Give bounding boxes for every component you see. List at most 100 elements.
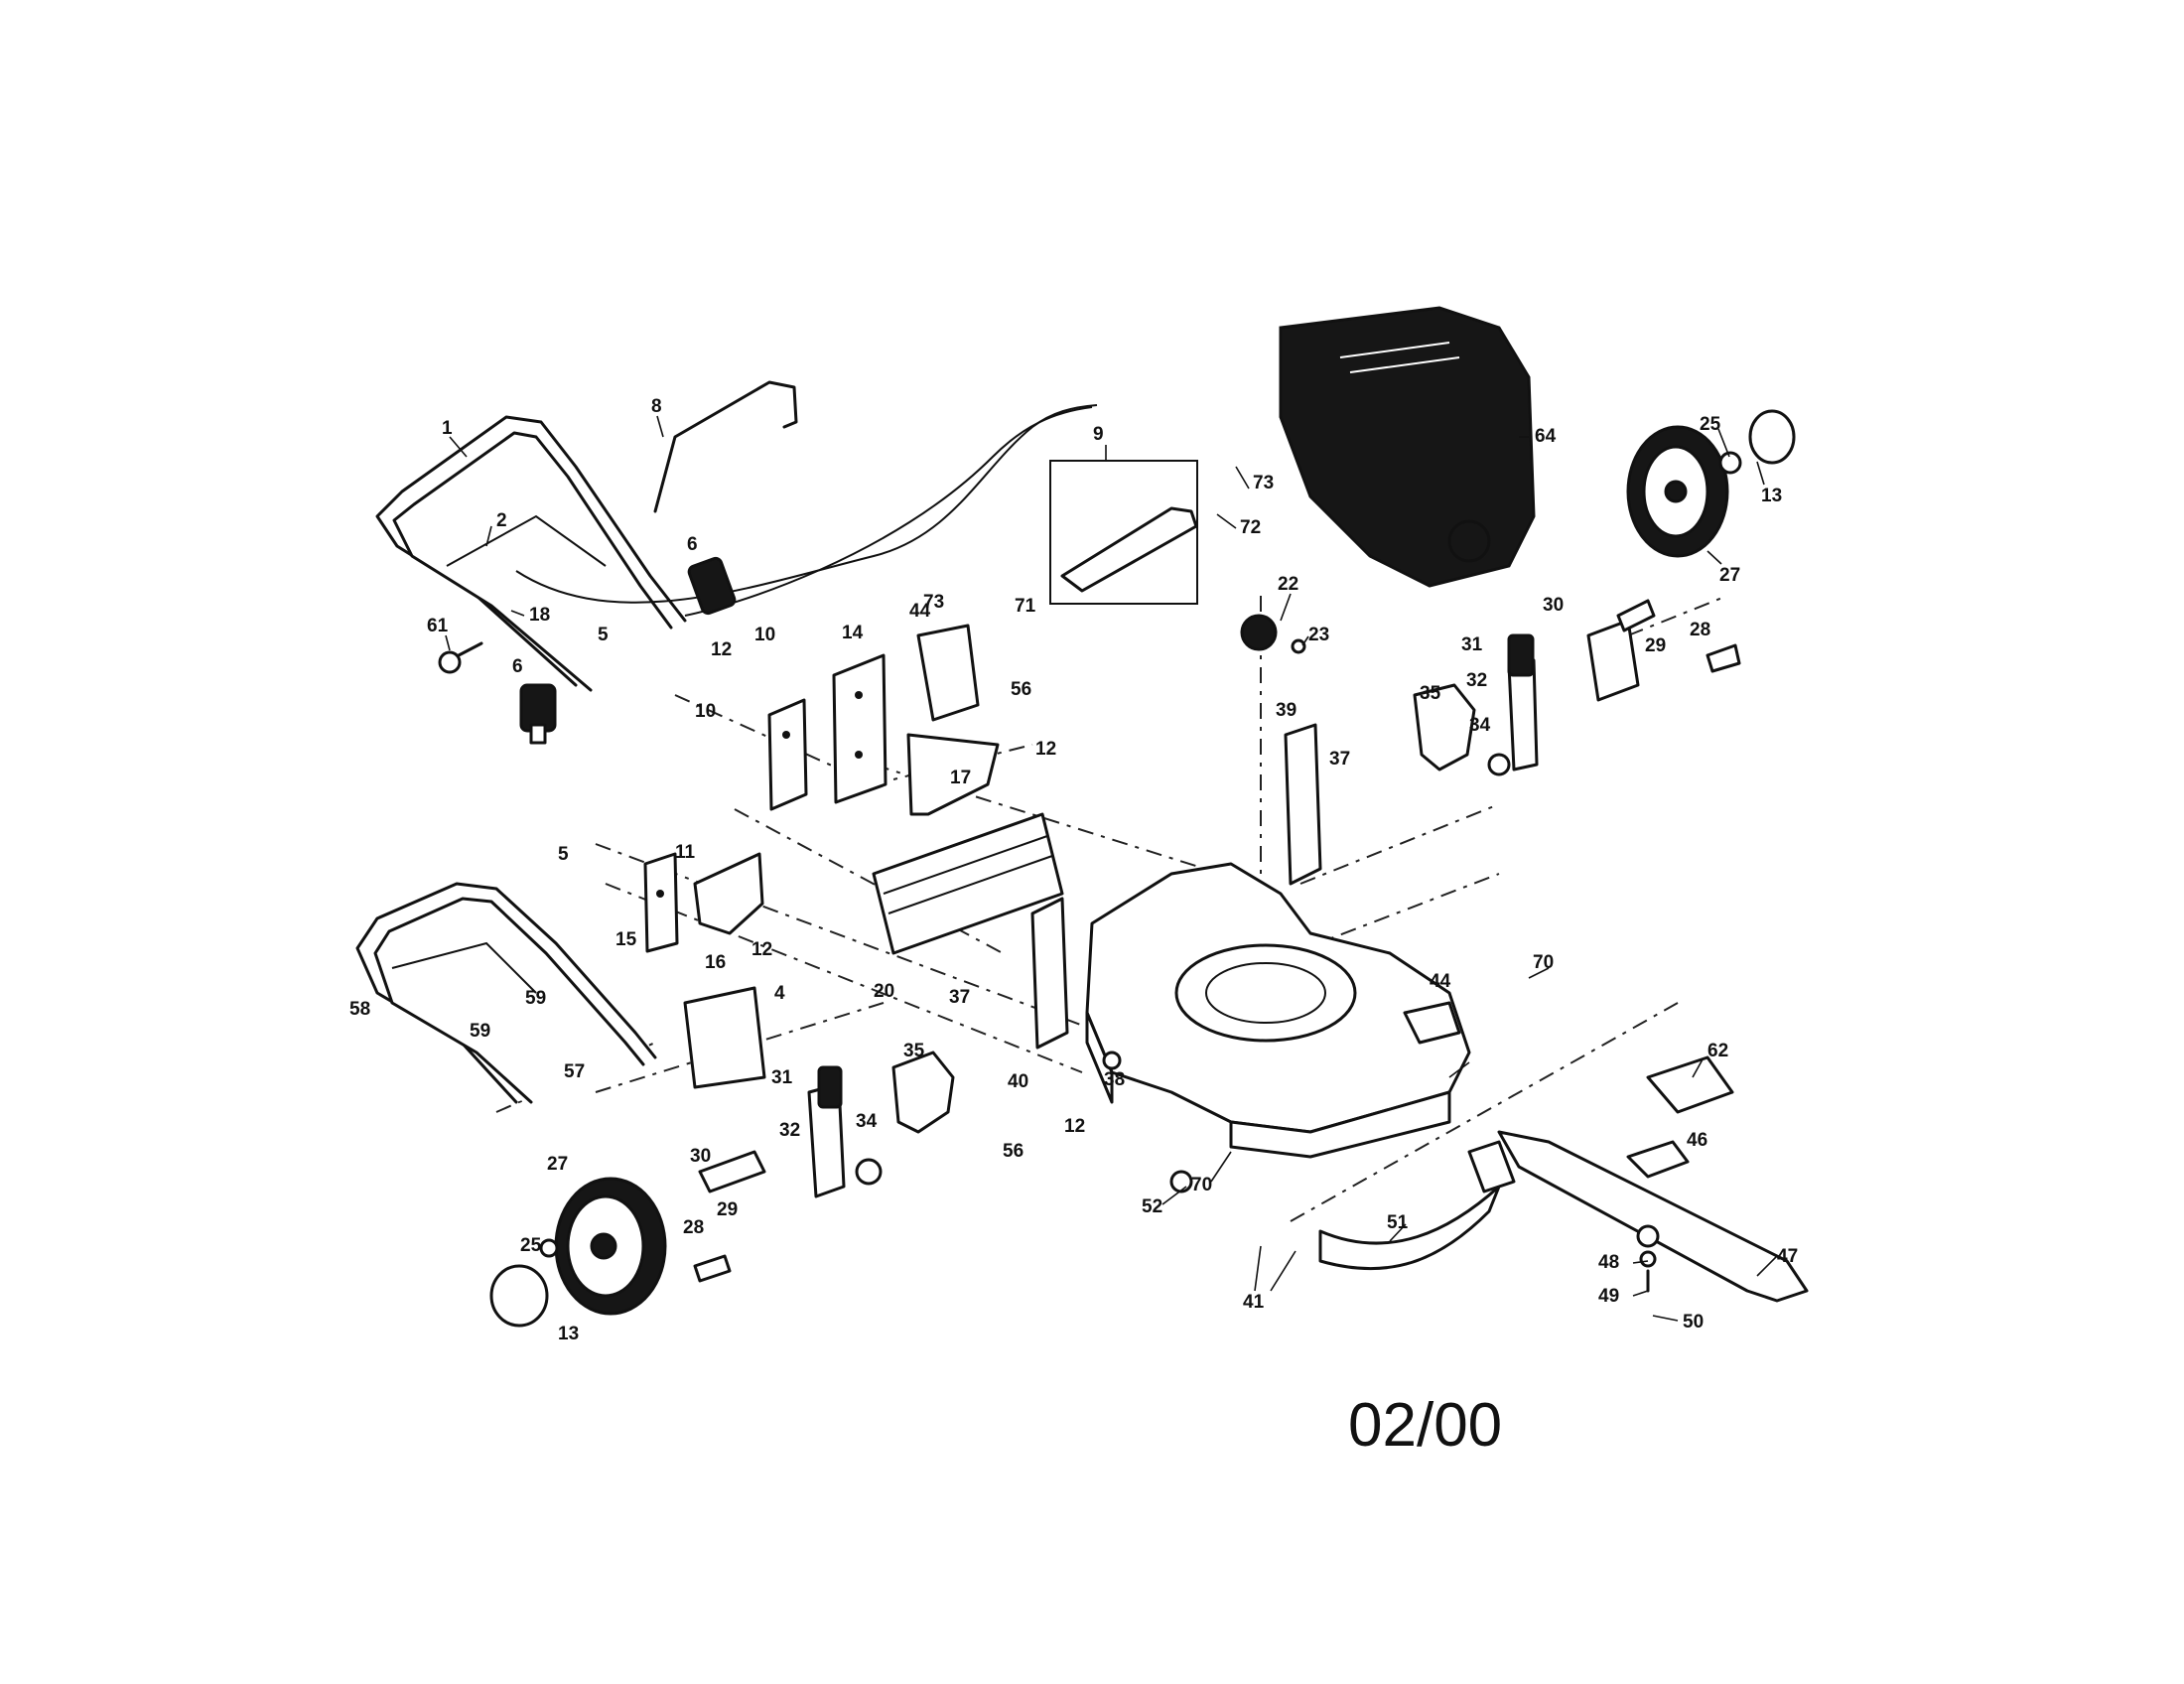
wheel-washer-left xyxy=(539,1238,559,1258)
chute xyxy=(683,986,766,1089)
label-27b: 27 xyxy=(547,1154,568,1175)
lower-handle xyxy=(355,882,657,1104)
label-62: 62 xyxy=(1707,1041,1728,1061)
wheel-bolt-right xyxy=(1706,643,1741,673)
label-14: 14 xyxy=(842,623,864,643)
wheel-right xyxy=(1626,425,1729,558)
label-58: 58 xyxy=(349,999,370,1020)
label-48: 48 xyxy=(1598,1252,1619,1273)
label-30b: 30 xyxy=(690,1146,711,1167)
label-20: 20 xyxy=(874,981,894,1002)
height-adjuster-right xyxy=(1413,683,1476,772)
label-28b: 28 xyxy=(683,1217,704,1238)
label-64: 64 xyxy=(1535,426,1557,447)
label-9: 9 xyxy=(1093,424,1104,445)
part-number-labels: 1 2 18 61 5 6 6 8 9 73 72 73 71 64 25 13… xyxy=(349,396,1798,1344)
axle-left xyxy=(698,1150,766,1193)
label-29b: 29 xyxy=(717,1199,738,1220)
label-56b: 56 xyxy=(1003,1141,1024,1162)
fasteners xyxy=(855,614,1660,1293)
wheel-washer-right xyxy=(1718,451,1742,475)
label-34a: 34 xyxy=(1469,715,1491,736)
label-11: 11 xyxy=(675,842,696,863)
eyebolt xyxy=(438,641,483,674)
label-49: 49 xyxy=(1598,1286,1619,1307)
handle-brackets xyxy=(643,653,887,953)
label-37b: 37 xyxy=(949,987,970,1008)
label-18: 18 xyxy=(529,605,550,626)
label-35a: 35 xyxy=(1420,683,1441,704)
height-adjuster-left xyxy=(891,1051,955,1134)
label-40: 40 xyxy=(1008,1071,1028,1092)
label-37a: 37 xyxy=(1329,749,1350,770)
label-27a: 27 xyxy=(1719,565,1740,586)
label-46: 46 xyxy=(1687,1130,1707,1151)
label-12b: 12 xyxy=(1035,739,1056,760)
handle-knob-upper xyxy=(687,556,737,616)
wheel-bolt-left xyxy=(693,1254,732,1283)
stiffener xyxy=(1646,1055,1734,1114)
label-5b: 5 xyxy=(558,844,569,865)
label-25b: 25 xyxy=(520,1235,542,1256)
label-30a: 30 xyxy=(1543,595,1564,616)
front-height-bracket xyxy=(1284,723,1322,886)
label-17: 17 xyxy=(950,768,971,788)
rear-support xyxy=(906,733,1000,816)
label-6b: 6 xyxy=(512,656,523,677)
label-39: 39 xyxy=(1276,700,1297,721)
label-44b: 44 xyxy=(1430,971,1451,992)
rear-door xyxy=(872,812,1064,955)
label-6a: 6 xyxy=(687,534,698,555)
label-1: 1 xyxy=(442,418,453,439)
label-70b: 70 xyxy=(1191,1175,1212,1195)
blade xyxy=(1497,1130,1809,1303)
label-10b: 10 xyxy=(695,701,716,722)
label-51: 51 xyxy=(1387,1212,1409,1233)
assembly-lines xyxy=(495,595,1728,1222)
label-72: 72 xyxy=(1240,517,1261,538)
label-71: 71 xyxy=(1015,596,1036,617)
label-61: 61 xyxy=(427,616,449,636)
wheel-left xyxy=(554,1177,667,1316)
leader-lines xyxy=(445,415,1778,1322)
label-13b: 13 xyxy=(558,1324,579,1344)
hubcap-left xyxy=(489,1264,549,1328)
label-23: 23 xyxy=(1308,625,1329,645)
label-44a: 44 xyxy=(909,601,931,622)
label-59a: 59 xyxy=(525,988,546,1009)
label-47: 47 xyxy=(1777,1246,1798,1267)
mower-deck xyxy=(1085,862,1471,1159)
date-code: 02/00 xyxy=(1348,1391,1502,1460)
upper-handle xyxy=(375,415,687,692)
label-15: 15 xyxy=(615,929,637,950)
label-41: 41 xyxy=(1243,1292,1265,1313)
handle-grip-box xyxy=(1049,460,1198,605)
label-12a: 12 xyxy=(711,639,732,660)
label-13a: 13 xyxy=(1761,486,1782,506)
label-5a: 5 xyxy=(598,625,609,645)
label-73a: 73 xyxy=(1253,473,1274,493)
label-50: 50 xyxy=(1683,1312,1704,1333)
label-32a: 32 xyxy=(1466,670,1487,691)
label-12d: 12 xyxy=(1064,1116,1085,1137)
label-52: 52 xyxy=(1142,1196,1162,1217)
label-38: 38 xyxy=(1104,1069,1125,1090)
label-59b: 59 xyxy=(470,1021,490,1042)
hinge-plate xyxy=(916,624,980,722)
blade-adapter xyxy=(1626,1140,1690,1179)
label-34b: 34 xyxy=(856,1111,878,1132)
engine xyxy=(1279,306,1536,588)
label-28a: 28 xyxy=(1690,620,1710,640)
label-25a: 25 xyxy=(1700,414,1721,435)
label-35b: 35 xyxy=(903,1041,925,1061)
label-22: 22 xyxy=(1278,574,1298,595)
label-12c: 12 xyxy=(751,939,772,960)
label-8: 8 xyxy=(651,396,662,417)
label-57: 57 xyxy=(564,1061,585,1082)
label-4: 4 xyxy=(774,983,785,1004)
label-73b: 73 xyxy=(923,592,944,613)
label-16: 16 xyxy=(705,952,726,973)
hubcap-right xyxy=(1748,409,1796,465)
label-29a: 29 xyxy=(1645,635,1666,656)
